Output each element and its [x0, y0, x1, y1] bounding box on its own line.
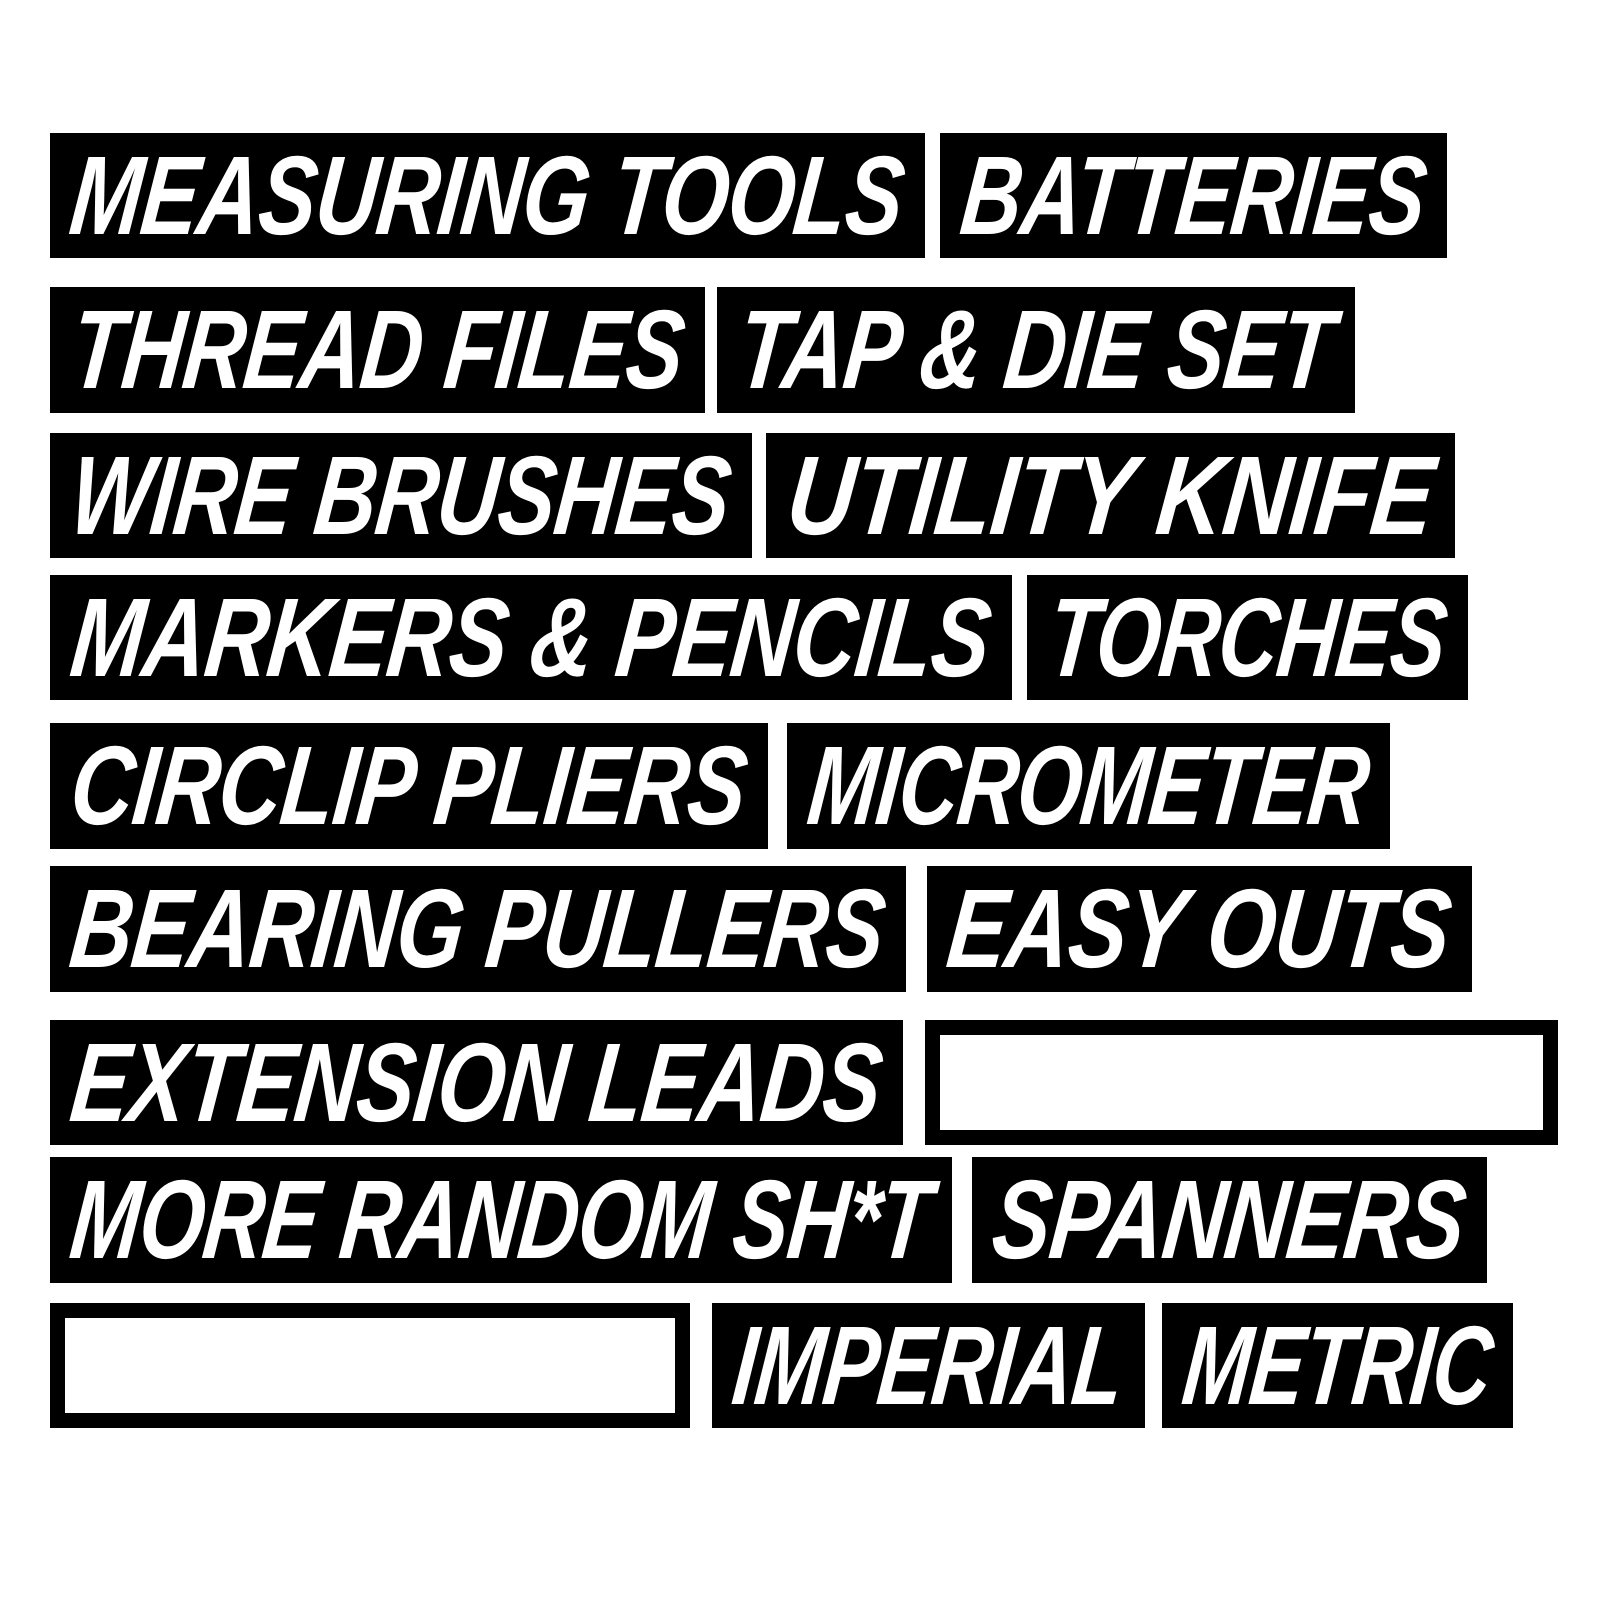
- label-text: MICROMETER: [802, 723, 1375, 848]
- label-utility-knife: UTILITY KNIFE: [766, 433, 1455, 558]
- label-text: BEARING PULLERS: [65, 866, 891, 991]
- label-thread-files: THREAD FILES: [50, 287, 705, 413]
- label-batteries: BATTERIES: [940, 133, 1447, 258]
- label-text: MARKERS & PENCILS: [65, 575, 997, 700]
- label-blank-writable-1: [925, 1020, 1558, 1145]
- label-text: METRIC: [1177, 1303, 1498, 1428]
- label-imperial: IMPERIAL: [712, 1303, 1145, 1428]
- label-text: IMPERIAL: [727, 1303, 1130, 1428]
- label-bearing-pullers: BEARING PULLERS: [50, 866, 906, 992]
- label-wire-brushes: WIRE BRUSHES: [50, 433, 752, 558]
- label-text: EXTENSION LEADS: [65, 1020, 888, 1145]
- label-text: CIRCLIP PLIERS: [65, 723, 753, 848]
- label-text: BATTERIES: [955, 133, 1432, 258]
- label-text: THREAD FILES: [65, 287, 690, 412]
- label-extension-leads: EXTENSION LEADS: [50, 1020, 903, 1145]
- label-micrometer: MICROMETER: [787, 723, 1390, 849]
- label-tap-and-die-set: TAP & DIE SET: [717, 287, 1355, 413]
- label-text: MEASURING TOOLS: [65, 133, 910, 258]
- label-text: TORCHES: [1042, 575, 1453, 700]
- label-text: SPANNERS: [987, 1157, 1472, 1282]
- label-measuring-tools: MEASURING TOOLS: [50, 133, 925, 258]
- label-text: UTILITY KNIFE: [781, 433, 1440, 558]
- label-more-random-sht: MORE RANDOM SH*T: [50, 1157, 952, 1283]
- label-easy-outs: EASY OUTS: [927, 866, 1472, 992]
- label-metric: METRIC: [1162, 1303, 1513, 1428]
- label-text: EASY OUTS: [942, 866, 1457, 991]
- label-text: MORE RANDOM SH*T: [65, 1157, 937, 1282]
- label-circlip-pliers: CIRCLIP PLIERS: [50, 723, 768, 849]
- label-text: WIRE BRUSHES: [65, 433, 737, 558]
- label-torches: TORCHES: [1027, 575, 1468, 700]
- label-blank-writable-2: [50, 1303, 690, 1428]
- label-text: TAP & DIE SET: [732, 287, 1340, 412]
- label-spanners: SPANNERS: [972, 1157, 1487, 1283]
- label-markers-and-pencils: MARKERS & PENCILS: [50, 575, 1012, 700]
